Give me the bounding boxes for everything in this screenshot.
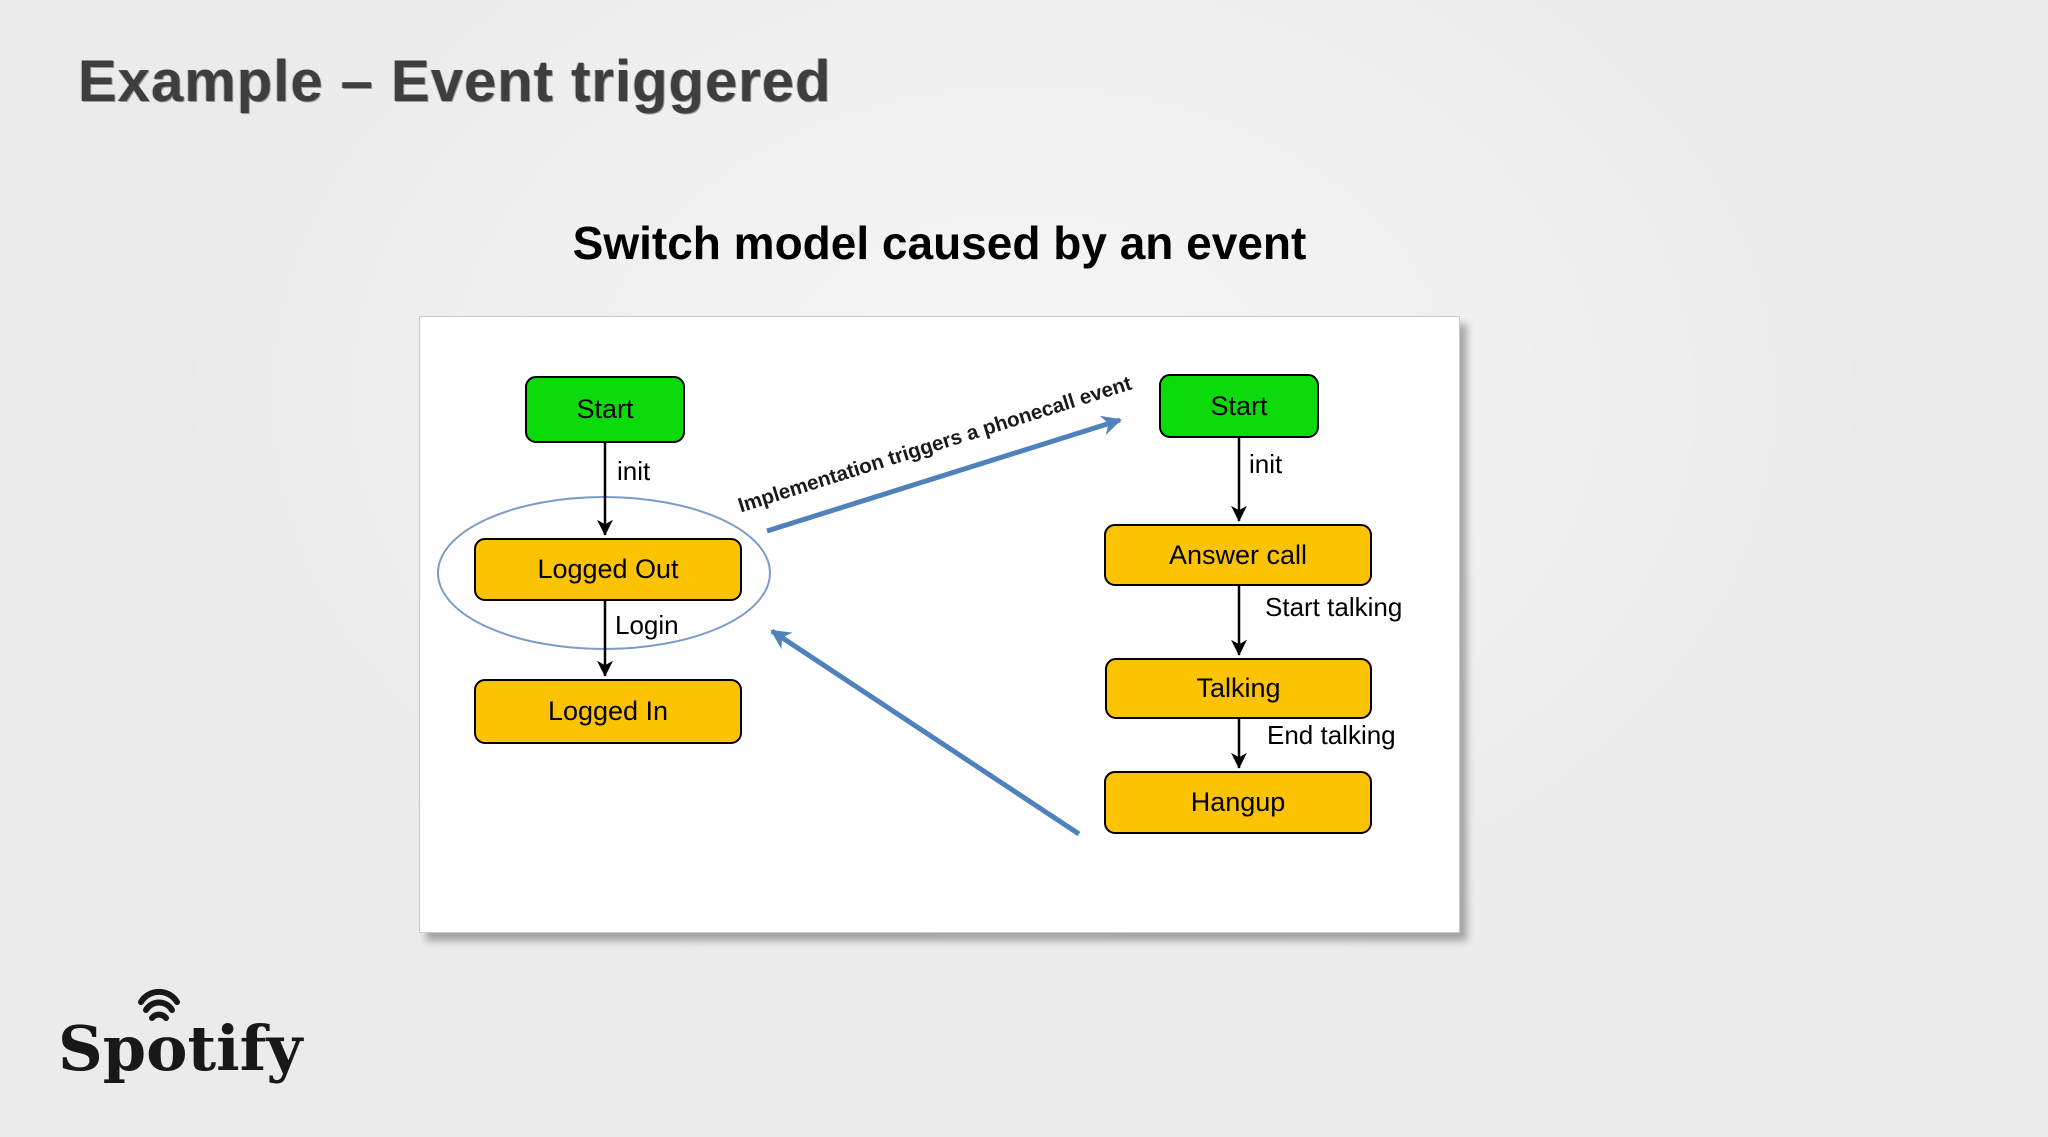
spotify-logo-waves-icon	[138, 988, 180, 1021]
edge-label-login: Login	[615, 610, 679, 640]
node-left-start: Start	[525, 376, 685, 443]
diagram-panel: Start Logged Out Logged In Start Answer …	[419, 316, 1460, 933]
edge-label-start-talking: Start talking	[1265, 592, 1403, 622]
node-right-start: Start	[1159, 374, 1319, 438]
node-logged-in: Logged In	[474, 679, 742, 744]
edge-label-end-talking: End talking	[1267, 720, 1396, 750]
node-logged-out: Logged Out	[474, 538, 742, 601]
node-hangup: Hangup	[1104, 771, 1372, 834]
cross-arrow-forward	[766, 415, 1122, 534]
edge-label-right-init: init	[1249, 449, 1283, 479]
slide-title: Example – Event triggered	[78, 49, 832, 114]
cross-arrow-return	[770, 628, 1081, 837]
node-talking: Talking	[1105, 658, 1372, 719]
diagram-caption: Switch model caused by an event	[572, 217, 1307, 269]
flow-edges-layer	[437, 415, 1247, 837]
node-answer-call: Answer call	[1104, 524, 1372, 586]
spotify-logo: Spotify	[58, 988, 304, 1085]
edge-label-left-init: init	[617, 456, 651, 486]
spotify-logo-text: Spotify	[58, 1012, 304, 1085]
